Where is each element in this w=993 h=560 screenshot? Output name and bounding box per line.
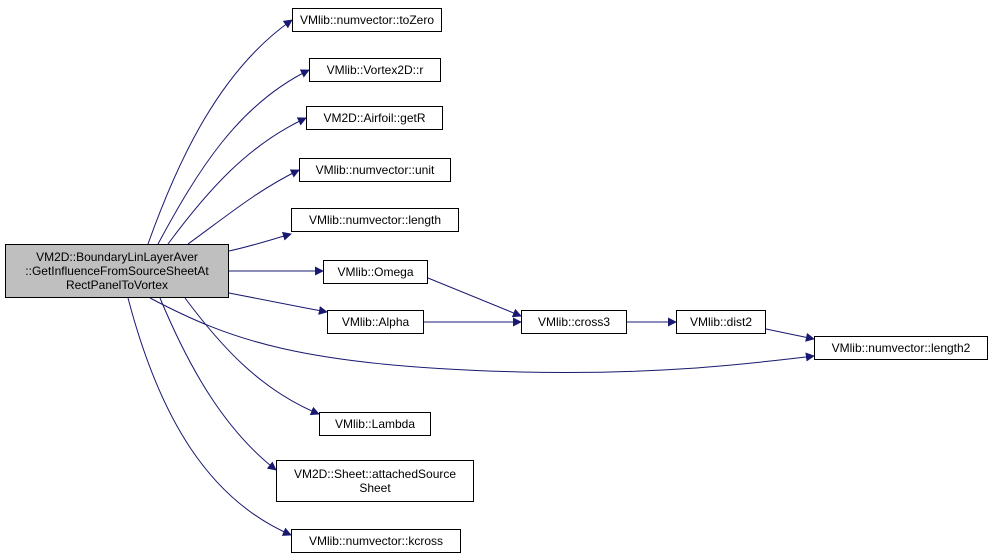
edge-root-to-getR — [167, 117, 307, 245]
node-alpha[interactable]: VMlib::Alpha — [327, 310, 424, 334]
node-numvector-length[interactable]: VMlib::numvector::length — [291, 208, 459, 232]
node-lambda-label: VMlib::Lambda — [334, 417, 416, 431]
edge-root-to-lambda — [184, 297, 320, 416]
node-vortex2d-r[interactable]: VMlib::Vortex2D::r — [309, 58, 441, 82]
node-numvector-tozero[interactable]: VMlib::numvector::toZero — [292, 8, 442, 32]
edge-root-to-toZero — [147, 19, 293, 245]
node-numvector-kcross[interactable]: VMlib::numvector::kcross — [291, 529, 461, 553]
node-numvector-unit[interactable]: VMlib::numvector::unit — [299, 158, 451, 182]
node-numvector-kcross-label: VMlib::numvector::kcross — [308, 534, 444, 548]
node-cross3-label: VMlib::cross3 — [537, 315, 611, 329]
edge-root-to-unit — [187, 169, 300, 245]
node-vortex2d-r-label: VMlib::Vortex2D::r — [326, 63, 424, 77]
node-numvector-tozero-label: VMlib::numvector::toZero — [299, 13, 435, 27]
node-sheet-attachedsourcesheet-label: VM2D::Sheet::attachedSource Sheet — [293, 467, 457, 495]
node-numvector-unit-label: VMlib::numvector::unit — [315, 163, 435, 177]
edge-root-to-attachedSourceSheet — [159, 297, 277, 471]
node-dist2-label: VMlib::dist2 — [689, 315, 753, 329]
edge-dist2-to-length2 — [765, 328, 815, 342]
edge-omega-to-cross3 — [427, 277, 522, 318]
node-lambda[interactable]: VMlib::Lambda — [319, 412, 431, 436]
node-numvector-length2[interactable]: VMlib::numvector::length2 — [814, 336, 988, 360]
edge-root-to-length2 — [149, 297, 815, 374]
edge-root-to-length — [228, 231, 292, 252]
node-sheet-attachedsourcesheet[interactable]: VM2D::Sheet::attachedSource Sheet — [276, 460, 474, 502]
node-alpha-label: VMlib::Alpha — [341, 315, 410, 329]
node-dist2[interactable]: VMlib::dist2 — [676, 310, 766, 334]
node-omega[interactable]: VMlib::Omega — [323, 260, 428, 284]
node-omega-label: VMlib::Omega — [337, 265, 414, 279]
node-cross3[interactable]: VMlib::cross3 — [521, 310, 627, 334]
node-root-label: VM2D::BoundaryLinLayerAver ::GetInfluenc… — [25, 250, 209, 292]
edge-root-to-alpha — [228, 292, 328, 315]
node-airfoil-getr[interactable]: VM2D::Airfoil::getR — [306, 106, 443, 130]
node-root-function[interactable]: VM2D::BoundaryLinLayerAver ::GetInfluenc… — [5, 244, 229, 298]
edge-root-to-kcross — [127, 297, 292, 536]
node-numvector-length-label: VMlib::numvector::length — [308, 213, 442, 227]
node-numvector-length2-label: VMlib::numvector::length2 — [831, 341, 971, 355]
node-airfoil-getr-label: VM2D::Airfoil::getR — [323, 111, 426, 125]
edge-root-to-r — [157, 69, 310, 245]
